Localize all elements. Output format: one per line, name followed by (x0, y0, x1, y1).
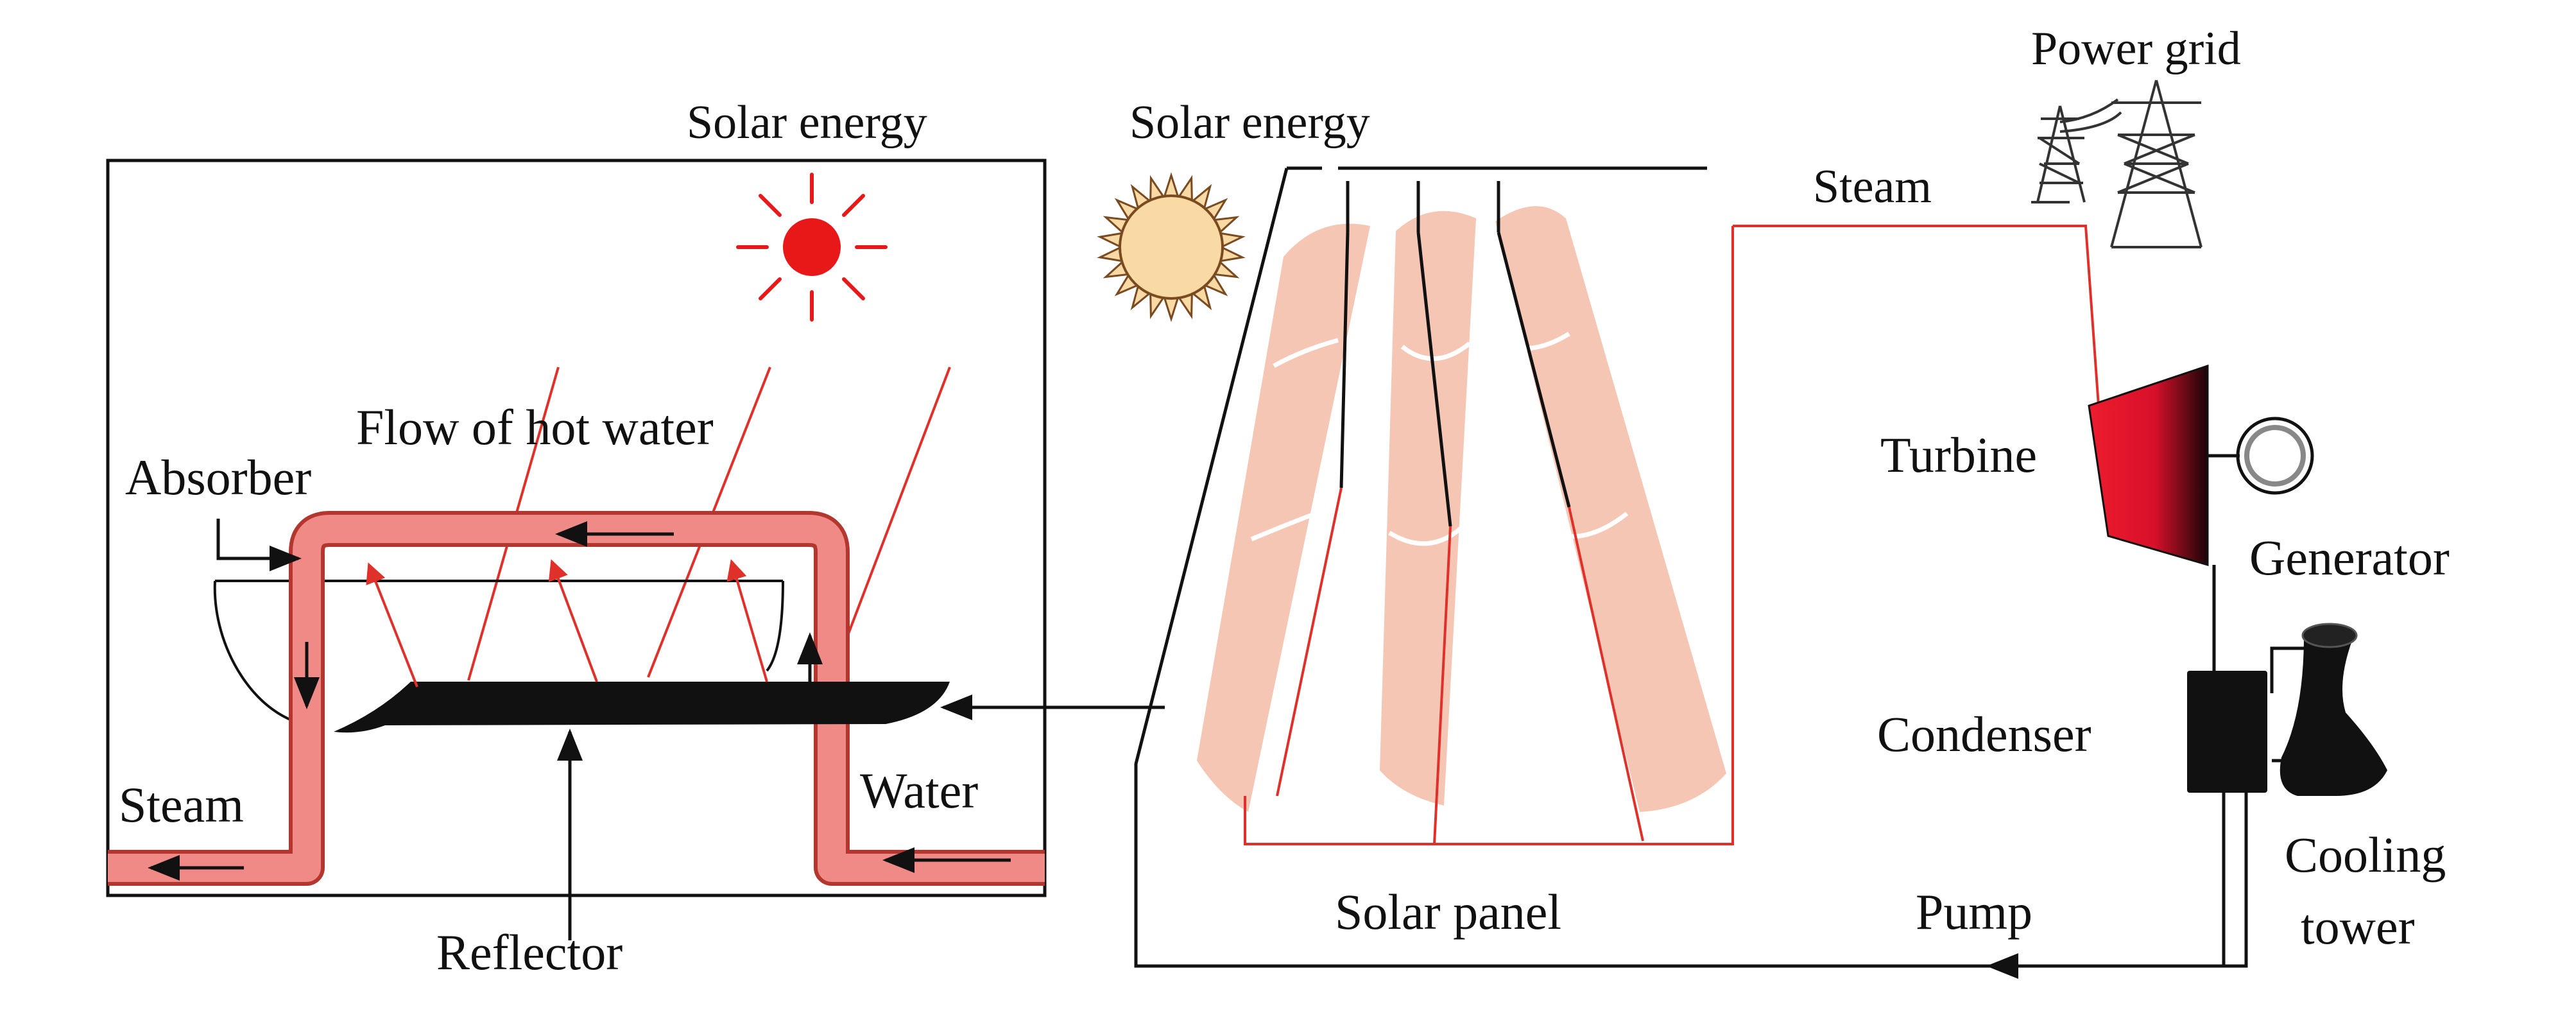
label-generator: Generator (2249, 530, 2450, 585)
panel-trough-2 (1380, 211, 1476, 806)
label-solar-panel: Solar panel (1335, 884, 1561, 940)
generator-icon (2236, 417, 2314, 495)
circulation-loop (940, 166, 2248, 979)
panel-trough-3 (1495, 206, 1726, 812)
collector-detail-inset (106, 159, 1047, 940)
label-condenser: Condenser (1877, 706, 2091, 762)
label-absorber: Absorber (125, 449, 311, 505)
reflected-rays (366, 559, 768, 687)
labels: Solar energy Solar energy Power grid Ste… (119, 22, 2450, 980)
steam-line (1733, 225, 2100, 406)
label-pump: Pump (1916, 884, 2032, 940)
label-tower: tower (2301, 899, 2415, 954)
label-steam-top: Steam (1813, 160, 1932, 213)
sun-icon (736, 173, 888, 322)
power-grid-icon (2031, 80, 2202, 248)
sun-icon-right (1097, 172, 1246, 322)
panel-trough-1 (1197, 223, 1370, 813)
label-steam-left: Steam (119, 777, 244, 833)
cooling-tower-icon (2280, 625, 2387, 796)
label-power-grid: Power grid (2031, 22, 2241, 75)
label-turbine: Turbine (1880, 427, 2037, 483)
inset-frame (106, 159, 1047, 897)
label-flow-of-hot-water: Flow of hot water (356, 399, 714, 455)
reflector-mirror (334, 682, 950, 733)
label-reflector: Reflector (436, 924, 623, 980)
label-solar-energy-right: Solar energy (1129, 96, 1370, 149)
condenser-icon (2187, 671, 2267, 793)
solar-panel-array (1197, 166, 1734, 845)
absorber-pointer (216, 519, 302, 571)
label-water: Water (860, 763, 978, 818)
turbine-icon (2088, 364, 2209, 566)
label-solar-energy-left: Solar energy (687, 96, 927, 149)
label-cooling: Cooling (2285, 827, 2446, 883)
pipe-flow-arrows (148, 521, 1011, 881)
